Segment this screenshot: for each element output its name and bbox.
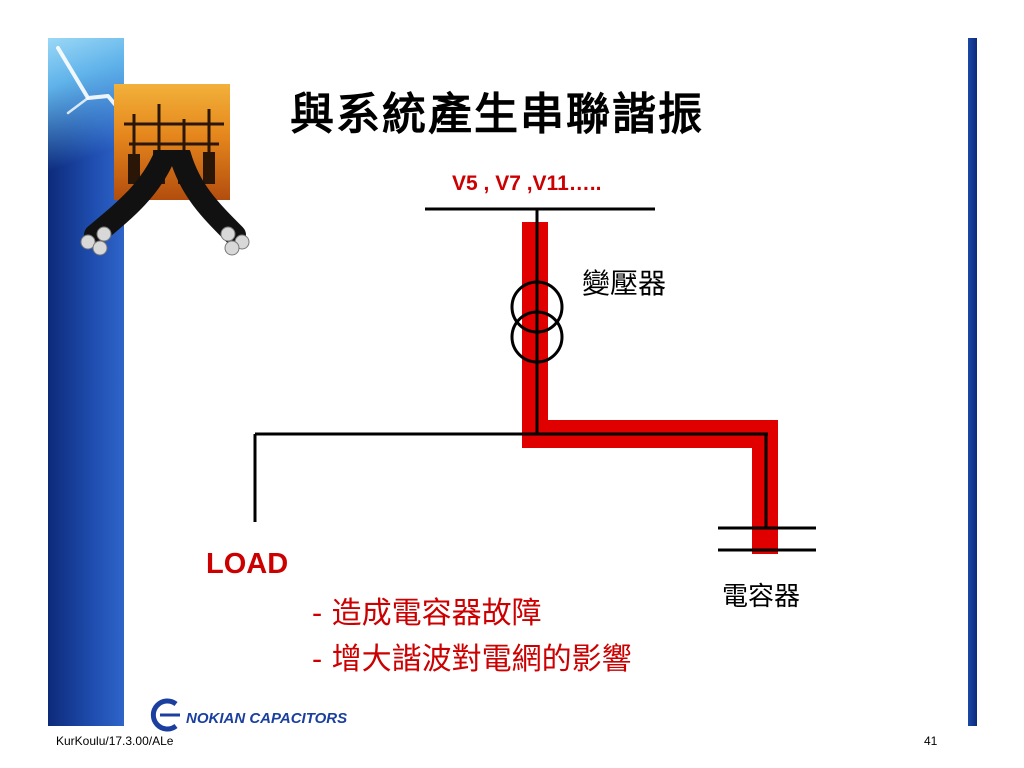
bullet-item: - 增大諧波對電網的影響 (312, 642, 632, 677)
transformer-secondary-coil (510, 310, 564, 364)
bullet-item: - 造成電容器故障 (312, 596, 542, 631)
transformer-label: 變壓器 (582, 267, 667, 300)
bullet-list: - 造成電容器故障 - 增大諧波對電網的影響 (312, 588, 632, 680)
nokian-logo-icon (150, 698, 180, 732)
capacitor-label: 電容器 (722, 582, 801, 612)
right-decor-bar (968, 38, 977, 726)
harmonics-label: V5 , V7 ,V11….. (452, 172, 602, 195)
slide-title: 與系統產生串聯諧振 (290, 89, 704, 140)
footer-reference: KurKoulu/17.3.00/ALe (56, 734, 174, 748)
left-decor-glow (48, 38, 124, 178)
logo-text: NOKIAN CAPACITORS (186, 710, 348, 727)
transformer-primary-coil (510, 280, 564, 334)
load-label: LOAD (206, 548, 289, 580)
power-cables-image (80, 150, 250, 256)
page-number: 41 (924, 734, 938, 748)
